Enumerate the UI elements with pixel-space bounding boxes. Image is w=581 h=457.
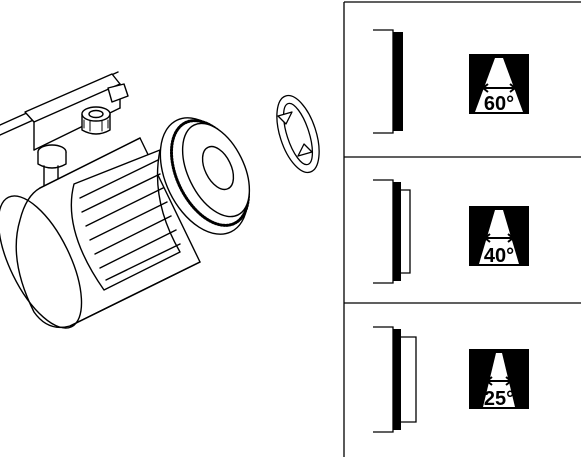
rotate-arrow-icon: [276, 94, 320, 174]
track-rail: [0, 71, 129, 151]
beam-angle-icon: 40°: [469, 206, 529, 267]
track-spotlight-illustration: [0, 71, 320, 329]
double-arrow-icon: [486, 376, 512, 386]
lens-profile-icon: [373, 179, 411, 284]
double-arrow-icon: [484, 233, 514, 243]
beam-angle-icon: 25°: [469, 349, 529, 410]
adapter-knob: [81, 106, 111, 135]
beam-angle-panels: [343, 1, 581, 457]
focus-ring: [159, 117, 251, 235]
beam-angle-label: 60°: [484, 93, 514, 115]
beam-angle-label: 40°: [484, 245, 514, 267]
lens-profile-icon: [373, 29, 403, 134]
heat-sink-fins: [70, 149, 181, 291]
lens-profile-icon: [373, 326, 417, 433]
beam-angle-label: 25°: [484, 388, 514, 410]
beam-angle-icon: 60°: [469, 54, 529, 115]
double-arrow-icon: [482, 83, 516, 93]
